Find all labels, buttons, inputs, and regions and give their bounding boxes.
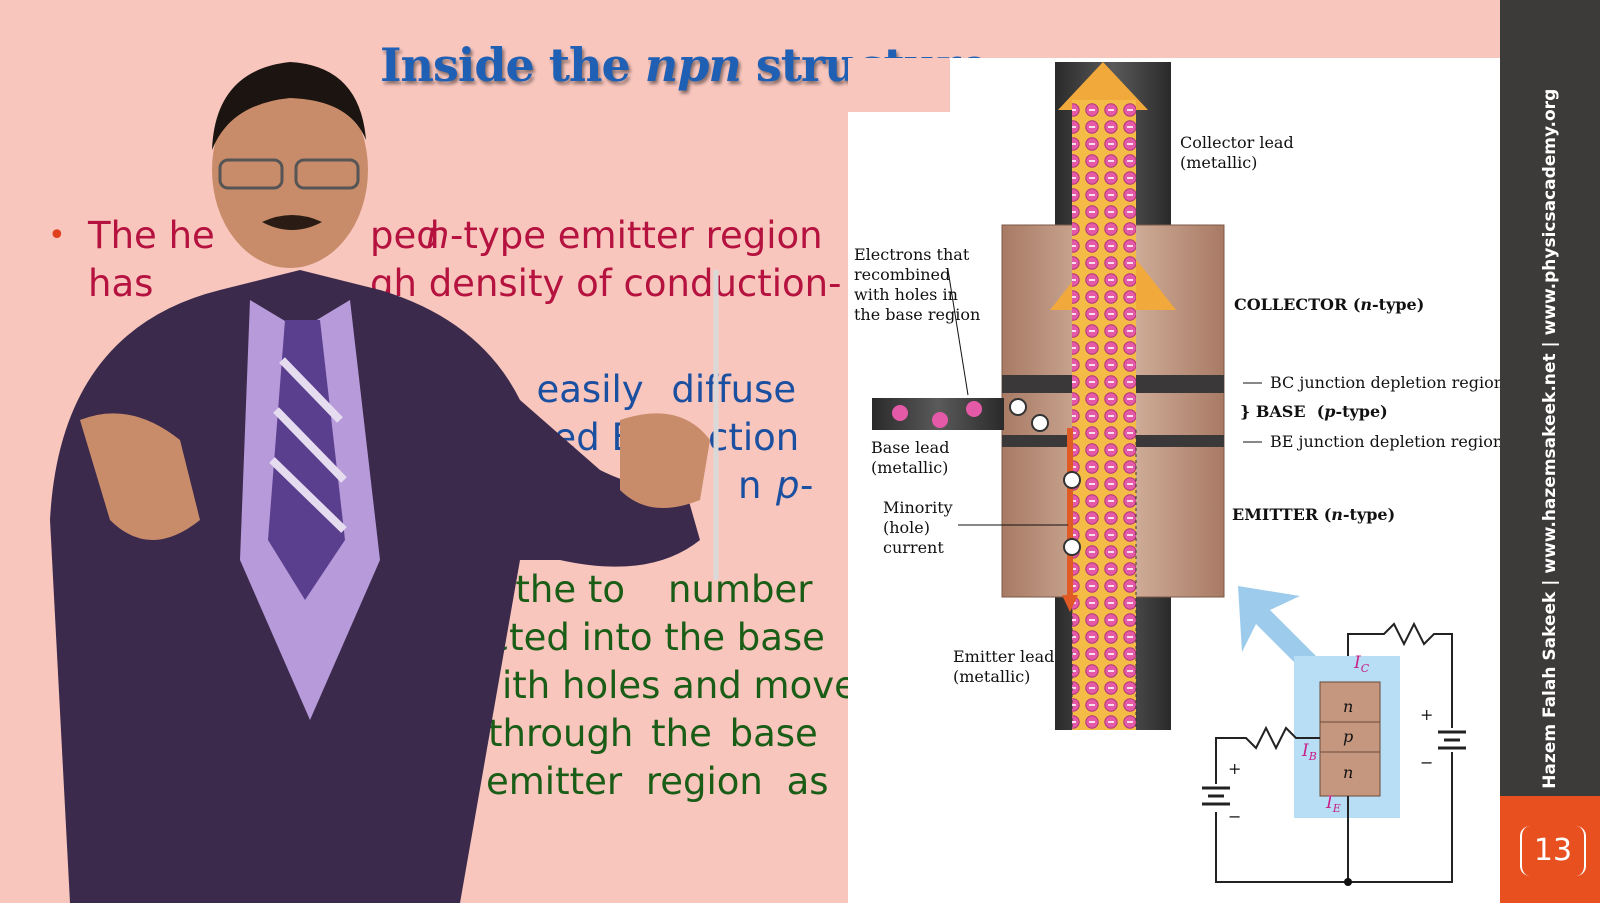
emitter-label: EMITTER (n-type) [1232,505,1395,525]
circuit-p: p [1343,727,1353,746]
emitter-n: n [1331,505,1343,524]
ie-label-sub: E [1332,802,1341,815]
emitter-text: EMITTER ( [1232,505,1331,524]
battery-plus-right: + [1420,705,1433,724]
electrons-pattern [1072,100,1136,730]
emitter-end: -type) [1343,505,1395,524]
collector-label: COLLECTOR (n-type) [1234,295,1424,315]
be-junction-label: BE junction depletion region [1270,432,1503,452]
page-number: 13 [1520,826,1586,876]
electrons-recombined-label: Electrons that recombined with holes in … [854,245,980,325]
battery-minus-right: − [1420,753,1433,772]
base-p: p [1324,402,1335,421]
emitter-lead-label: Emitter lead (metallic) [953,647,1054,687]
electron [966,401,982,417]
base-label: } BASE (p-type) [1240,402,1388,422]
collector-text: COLLECTOR ( [1234,295,1360,314]
collector-lead-label: Collector lead (metallic) [1180,133,1294,173]
electron [892,405,908,421]
base-end: -type) [1335,402,1387,421]
presenter-image [0,0,860,903]
battery-minus-left: − [1228,807,1241,826]
bc-junction-label: BC junction depletion region [1270,373,1504,393]
circuit-n-bottom: n [1343,763,1353,782]
presenter-right-hand [620,413,710,508]
hole [1064,539,1080,555]
hole [1032,415,1048,431]
ib-label-sub: B [1308,750,1317,763]
base-text: BASE ( [1256,402,1324,421]
ic-label-sub: C [1361,662,1370,675]
collector-n: n [1360,295,1372,314]
circuit-n-top: n [1343,697,1353,716]
battery-plus-left: + [1228,759,1241,778]
minority-current-label: Minority (hole) current [883,498,953,558]
circuit-node [1344,878,1352,886]
hole [1010,399,1026,415]
hole [1064,472,1080,488]
collector-end: -type) [1372,295,1424,314]
electron [932,412,948,428]
presenter-suit [50,270,700,903]
sidebar-credit: Dr. Hazem Falah Sakeek | www.hazemsakeek… [1540,89,1560,821]
base-lead-label: Base lead (metallic) [871,438,949,478]
